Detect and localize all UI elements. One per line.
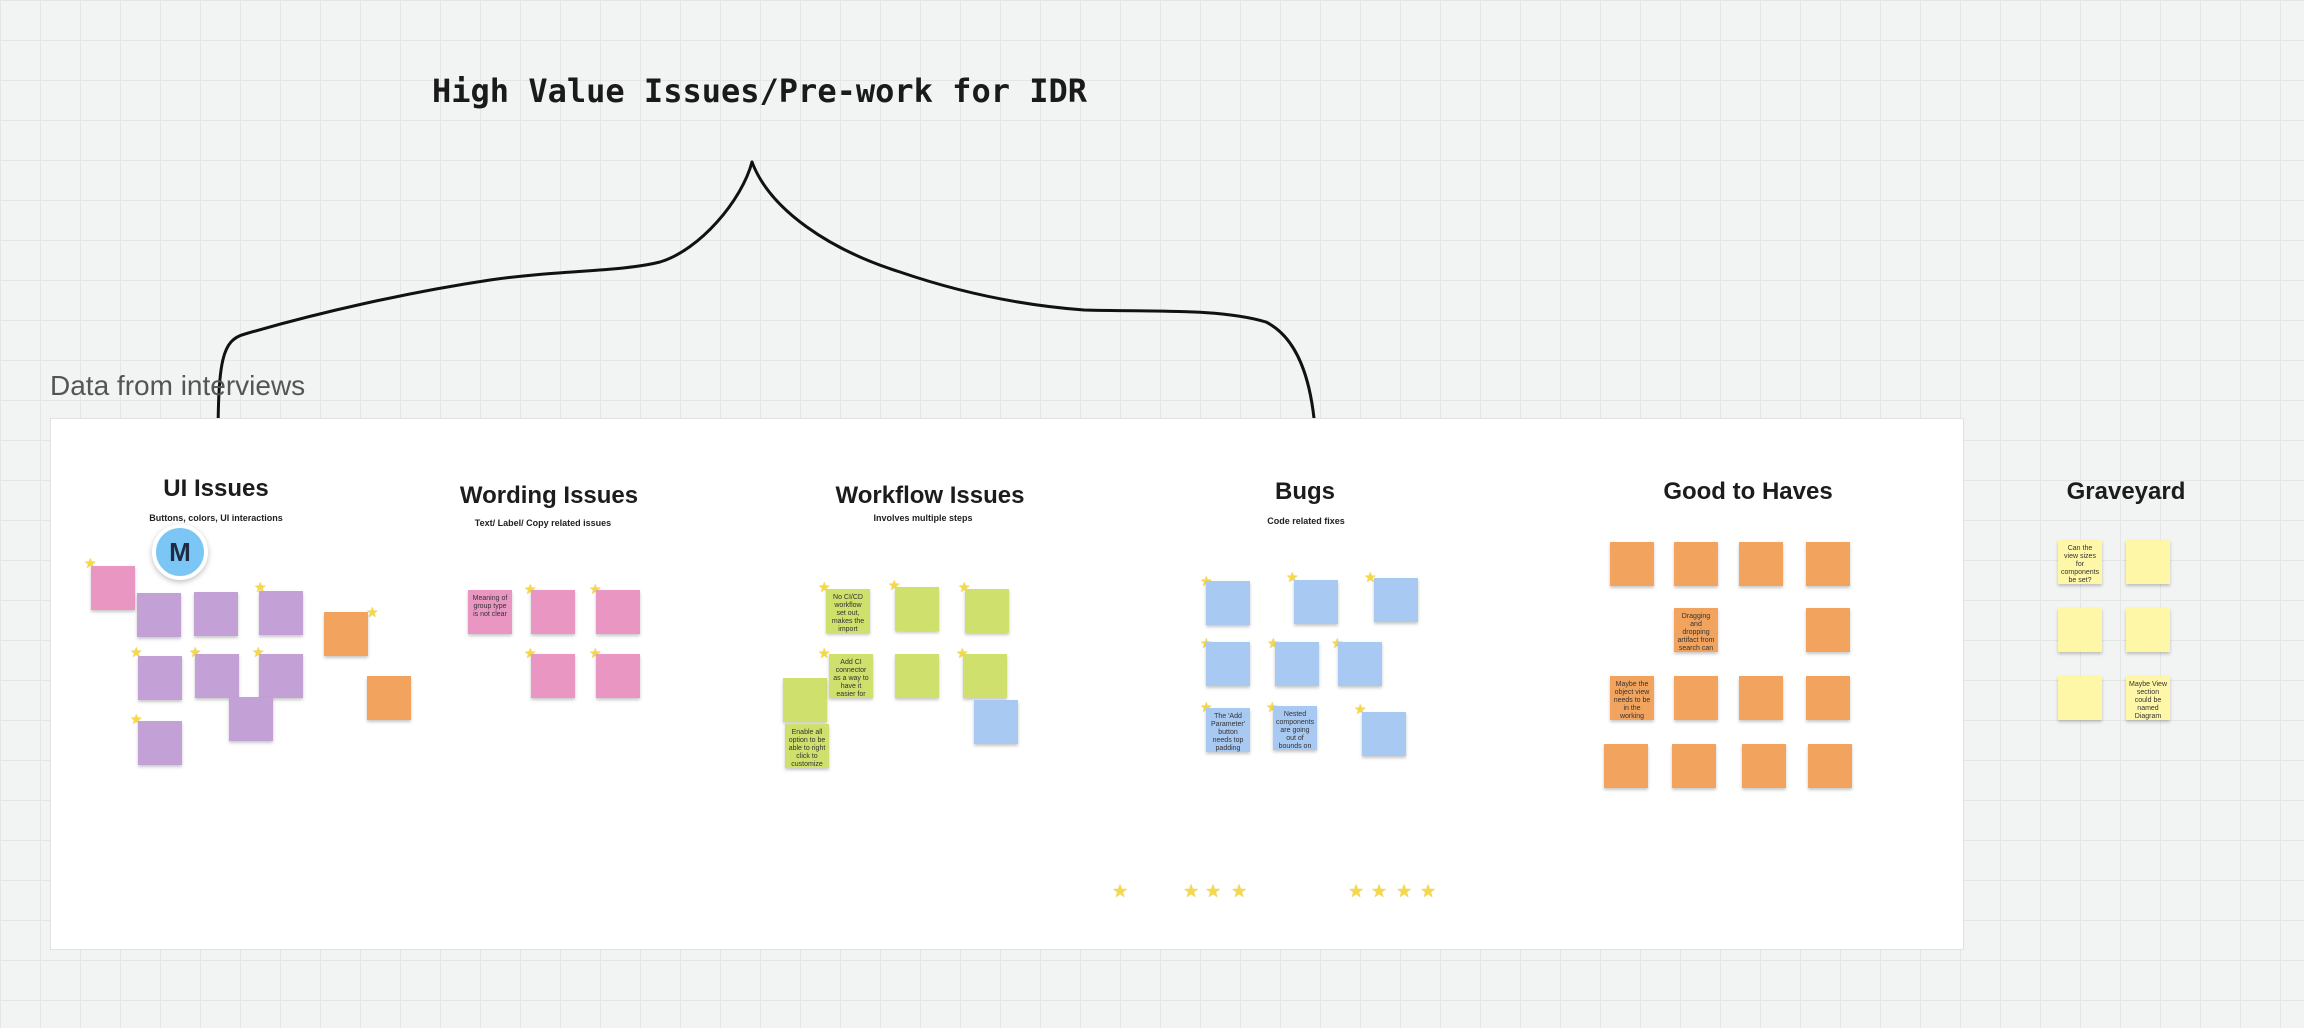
sticky-note[interactable] <box>965 589 1009 633</box>
workflow-issues-subtitle: Involves multiple steps <box>873 513 973 523</box>
sticky-note[interactable] <box>596 590 640 634</box>
star-icon[interactable]: ★ <box>1231 881 1248 901</box>
star-icon[interactable]: ★ <box>1396 881 1413 901</box>
wording-issues-title[interactable]: Wording Issues <box>459 482 639 509</box>
collaborator-avatar[interactable]: M <box>152 524 208 580</box>
sticky-note[interactable] <box>1294 580 1338 624</box>
sticky-note[interactable] <box>91 566 135 610</box>
star-icon: ★ <box>254 579 267 595</box>
ui-issues-title[interactable]: UI Issues <box>163 475 269 502</box>
bugs-title[interactable]: Bugs <box>1275 478 1335 505</box>
sticky-note[interactable] <box>1806 608 1850 652</box>
sticky-note[interactable]: No CI/CD workflow set out, makes the imp… <box>826 589 870 633</box>
sticky-note[interactable]: Enable all option to be able to right cl… <box>785 724 829 768</box>
sticky-note[interactable] <box>1739 676 1783 720</box>
star-icon: ★ <box>130 644 143 660</box>
sticky-note[interactable] <box>229 697 273 741</box>
ui-issues-subtitle: Buttons, colors, UI interactions <box>149 513 283 523</box>
sticky-note[interactable] <box>531 654 575 698</box>
sticky-note[interactable] <box>1206 642 1250 686</box>
sticky-note[interactable] <box>1806 542 1850 586</box>
sticky-note[interactable] <box>259 654 303 698</box>
sticky-note[interactable] <box>963 654 1007 698</box>
star-icon: ★ <box>1364 569 1377 585</box>
sticky-note[interactable] <box>1739 542 1783 586</box>
sticky-note[interactable] <box>259 591 303 635</box>
sticky-note[interactable] <box>1206 581 1250 625</box>
sticky-note[interactable] <box>596 654 640 698</box>
sticky-note[interactable]: Add CI connector as a way to have it eas… <box>829 654 873 698</box>
good-to-haves-title[interactable]: Good to Haves <box>1663 478 1833 505</box>
star-icon[interactable]: ★ <box>1371 881 1388 901</box>
sticky-note[interactable] <box>1674 542 1718 586</box>
star-icon[interactable]: ★ <box>1112 881 1129 901</box>
star-icon[interactable]: ★ <box>1420 881 1437 901</box>
sticky-note[interactable]: Nested components are going out of bound… <box>1273 706 1317 750</box>
sticky-note[interactable] <box>138 656 182 700</box>
sticky-note[interactable] <box>137 593 181 637</box>
sticky-note[interactable]: Maybe View section could be named Diagra… <box>2126 676 2170 720</box>
sticky-note[interactable] <box>1610 542 1654 586</box>
workflow-issues-title[interactable]: Workflow Issues <box>835 482 1025 509</box>
sticky-note[interactable] <box>2126 608 2170 652</box>
sticky-note[interactable] <box>531 590 575 634</box>
graveyard-title[interactable]: Graveyard <box>2066 478 2186 505</box>
sticky-note[interactable] <box>1808 744 1852 788</box>
sticky-note[interactable] <box>1604 744 1648 788</box>
wording-issues-subtitle: Text/ Label/ Copy related issues <box>474 518 612 528</box>
sticky-note[interactable] <box>324 612 368 656</box>
star-icon[interactable]: ★ <box>1205 881 1222 901</box>
sticky-note[interactable] <box>367 676 411 720</box>
sticky-note[interactable] <box>895 587 939 631</box>
star-icon: ★ <box>818 645 831 661</box>
frame-label[interactable]: Data from interviews <box>50 370 306 401</box>
star-icon[interactable]: ★ <box>1348 881 1365 901</box>
bugs-subtitle: Code related fixes <box>1267 516 1345 526</box>
sticky-note[interactable] <box>194 592 238 636</box>
sticky-note[interactable] <box>1806 676 1850 720</box>
sticky-note[interactable] <box>1275 642 1319 686</box>
sticky-note[interactable] <box>1362 712 1406 756</box>
sticky-note[interactable] <box>1672 744 1716 788</box>
sticky-note[interactable]: The 'Add Parameter' button needs top pad… <box>1206 708 1250 752</box>
sticky-note[interactable] <box>1674 676 1718 720</box>
sticky-note[interactable] <box>974 700 1018 744</box>
sticky-note[interactable] <box>1338 642 1382 686</box>
sticky-note[interactable] <box>2126 540 2170 584</box>
sticky-note[interactable] <box>783 678 827 722</box>
sticky-note[interactable] <box>1374 578 1418 622</box>
star-icon: ★ <box>366 604 379 620</box>
sticky-note[interactable] <box>1742 744 1786 788</box>
sticky-note[interactable]: Dragging and dropping artifact from sear… <box>1674 608 1718 652</box>
sticky-note[interactable]: Can the view sizes for components be set… <box>2058 540 2102 584</box>
board-title[interactable]: High Value Issues/Pre-work for IDR <box>432 72 1088 110</box>
sticky-note[interactable]: Maybe the object view needs to be in the… <box>1610 676 1654 720</box>
sticky-note[interactable] <box>2058 676 2102 720</box>
sticky-note[interactable] <box>2058 608 2102 652</box>
sticky-note[interactable]: Meaning of group type is not clear <box>468 590 512 634</box>
star-icon[interactable]: ★ <box>1183 881 1200 901</box>
sticky-note[interactable] <box>195 654 239 698</box>
sticky-note[interactable] <box>138 721 182 765</box>
sticky-note[interactable] <box>895 654 939 698</box>
